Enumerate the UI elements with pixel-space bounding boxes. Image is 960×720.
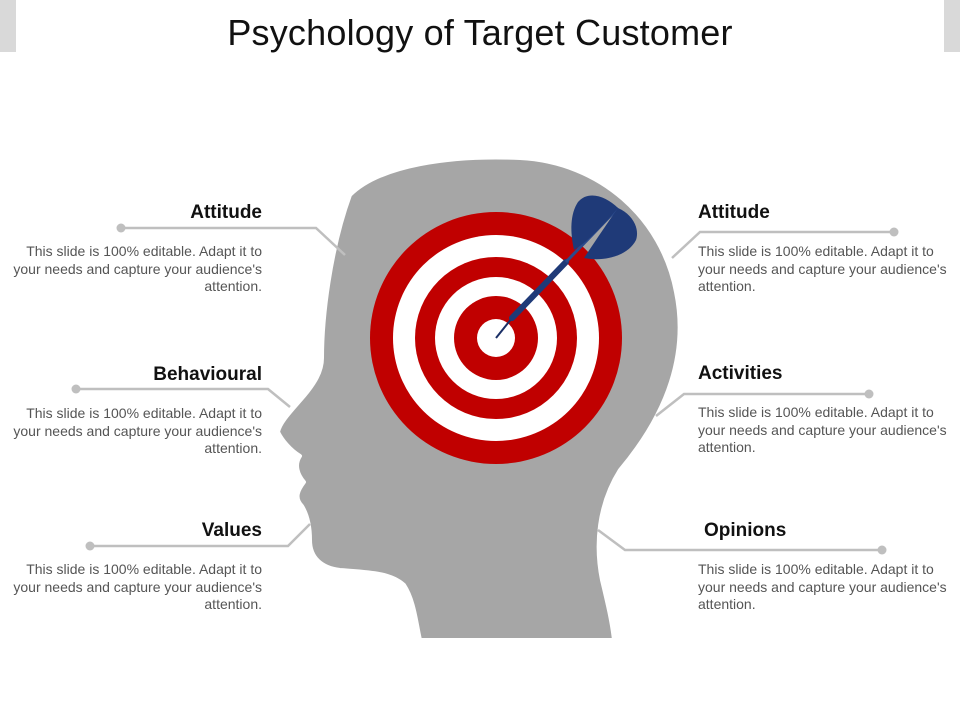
page-title: Psychology of Target Customer (227, 12, 733, 53)
item-heading: Activities (698, 363, 783, 384)
connector-dot-right-3 (877, 545, 887, 555)
corner-decoration-right (944, 0, 960, 52)
connector-dot-left-2 (71, 384, 81, 394)
connector-dot-right-1 (889, 227, 899, 237)
item-heading: Attitude (698, 202, 770, 223)
item-values: Values This slide is 100% editable. Adap… (12, 520, 262, 614)
corner-decoration-left (0, 0, 16, 52)
connector-right-3 (597, 528, 882, 552)
item-description: This slide is 100% editable. Adapt it to… (698, 561, 947, 612)
dart-icon (495, 195, 638, 339)
item-behavioural: Behavioural This slide is 100% editable.… (12, 364, 262, 458)
item-opinions: Opinions This slide is 100% editable. Ad… (698, 520, 948, 614)
item-description: This slide is 100% editable. Adapt it to… (13, 243, 262, 294)
connector-left-2 (76, 387, 291, 408)
item-attitude-right: Attitude This slide is 100% editable. Ad… (698, 202, 948, 296)
item-heading: Attitude (190, 202, 262, 223)
item-heading: Values (201, 520, 262, 541)
connector-right-2 (655, 392, 869, 417)
item-description: This slide is 100% editable. Adapt it to… (13, 561, 262, 612)
connector-right-1 (671, 230, 894, 259)
item-activities: Activities This slide is 100% editable. … (698, 363, 948, 457)
item-heading: Behavioural (153, 364, 262, 385)
item-description: This slide is 100% editable. Adapt it to… (13, 405, 262, 456)
item-description: This slide is 100% editable. Adapt it to… (698, 404, 947, 455)
connector-left-3 (90, 523, 311, 548)
item-attitude-left: Attitude This slide is 100% editable. Ad… (12, 202, 262, 296)
item-heading: Opinions (704, 520, 787, 541)
connector-dot-left-3 (85, 541, 95, 551)
connector-dot-left-1 (116, 223, 126, 233)
connector-dot-right-2 (864, 389, 874, 399)
item-description: This slide is 100% editable. Adapt it to… (698, 243, 947, 294)
connector-left-1 (121, 226, 346, 256)
